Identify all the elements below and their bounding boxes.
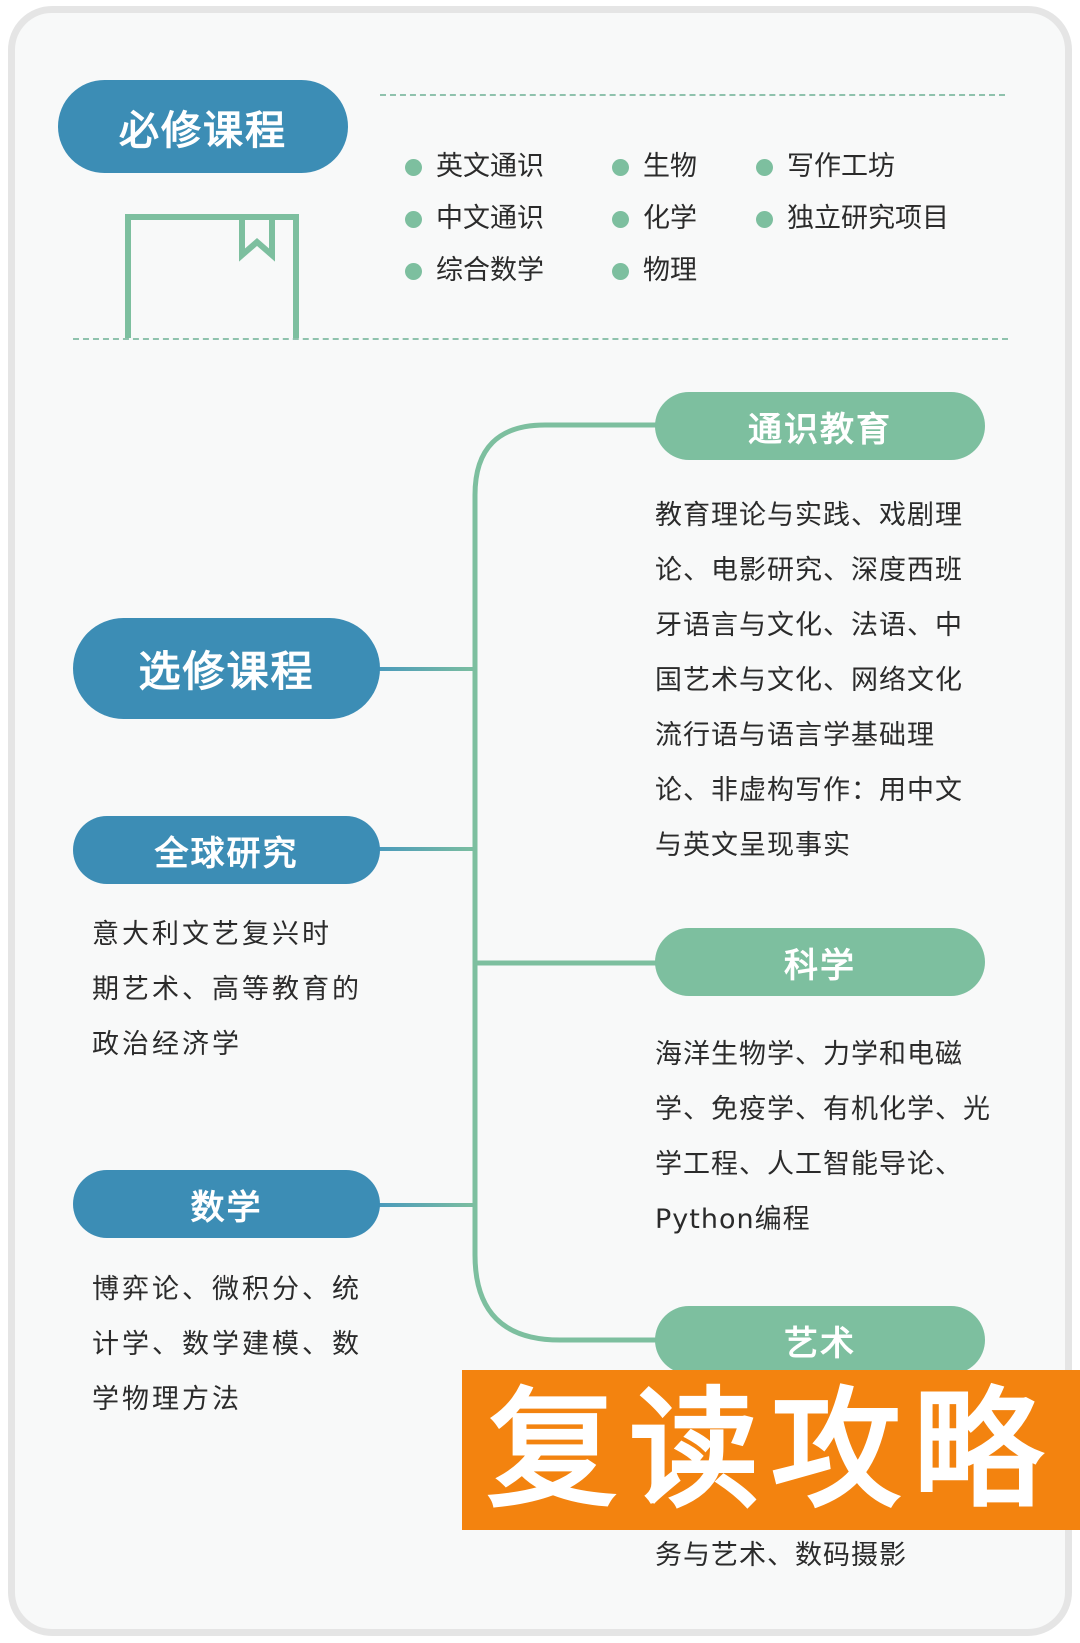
math-connector [378, 1203, 477, 1207]
required-courses-title: 必修课程 [58, 80, 348, 173]
section-divider [73, 338, 1008, 340]
required-item-chinese: 中文通识 [405, 203, 544, 235]
math-title: 数学 [73, 1170, 380, 1238]
required-item-math: 综合数学 [405, 255, 544, 287]
arts-title: 艺术 [655, 1306, 985, 1374]
required-item-chemistry: 化学 [612, 203, 697, 235]
bookmark-icon [125, 214, 299, 338]
bullet-dot [756, 158, 773, 176]
arts-text: 务与艺术、数码摄影 [655, 1540, 907, 1571]
global-connector [378, 847, 477, 851]
math-text: 博弈论、微积分、统 计学、数学建模、数 学物理方法 [92, 1274, 362, 1415]
bullet-dot [405, 158, 422, 176]
top-divider [380, 94, 1005, 96]
science-text: 海洋生物学、力学和电磁 学、免疫学、有机化学、光 学工程、人工智能导论、 Pyt… [655, 1039, 991, 1235]
elective-courses-title: 选修课程 [73, 618, 380, 719]
bullet-dot [612, 210, 629, 228]
science-title: 科学 [655, 928, 985, 996]
bullet-dot [756, 210, 773, 228]
required-item-english: 英文通识 [405, 151, 544, 183]
general-education-title: 通识教育 [655, 392, 985, 460]
bullet-dot [405, 210, 422, 228]
required-item-biology: 生物 [612, 151, 697, 183]
bullet-dot [405, 262, 422, 280]
bullet-dot [612, 262, 629, 280]
global-studies-title: 全球研究 [73, 816, 380, 884]
required-item-physics: 物理 [612, 255, 697, 287]
bullet-dot [612, 158, 629, 176]
general-education-text: 教育理论与实践、戏剧理 论、电影研究、深度西班 牙语言与文化、法语、中 国艺术与… [655, 500, 963, 861]
watermark-banner: 复读攻略 [462, 1370, 1080, 1530]
required-item-writing: 写作工坊 [756, 151, 895, 183]
elective-connector [378, 667, 477, 671]
required-item-research: 独立研究项目 [756, 203, 949, 235]
global-studies-text: 意大利文艺复兴时 期艺术、高等教育的 政治经济学 [92, 919, 362, 1060]
